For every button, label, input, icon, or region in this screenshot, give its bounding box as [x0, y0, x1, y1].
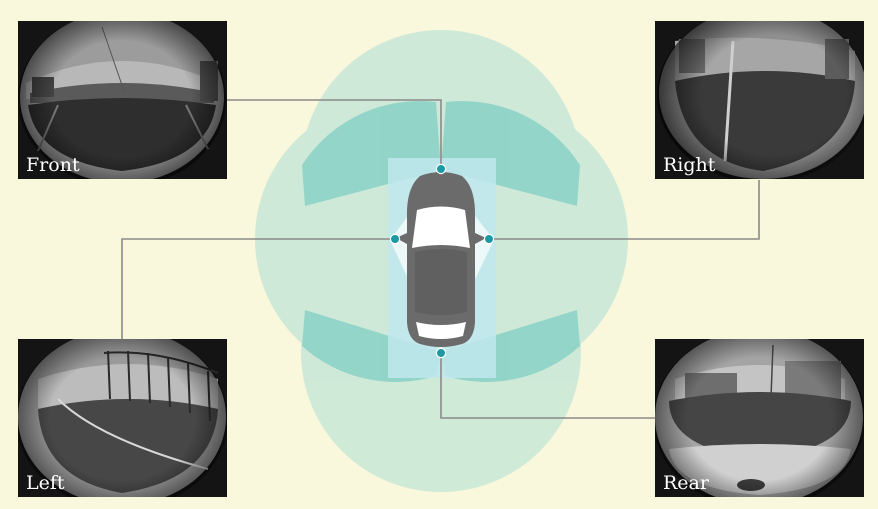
left-sensor-dot — [389, 233, 401, 245]
left-camera-view: Left — [18, 339, 227, 497]
front-fisheye-image — [18, 21, 226, 179]
rear-sensor-dot — [435, 347, 447, 359]
left-connector — [121, 238, 395, 339]
car-windshield — [412, 206, 470, 248]
right-connector — [489, 180, 760, 240]
overlap-front-right — [441, 101, 580, 206]
front-camera-view: Front — [18, 21, 227, 179]
car-top-view-icon — [396, 172, 486, 347]
front-camera-label: Front — [26, 154, 80, 176]
car-right-mirror — [475, 233, 486, 244]
right-camera-label: Right — [663, 154, 716, 176]
rear-camera-view: Rear — [655, 339, 864, 497]
front-connector — [227, 99, 442, 169]
overlap-front-left — [302, 101, 441, 206]
car-left-mirror — [396, 233, 407, 244]
connector-lines — [121, 99, 760, 419]
right-sensor-dot — [483, 233, 495, 245]
rear-connector — [440, 353, 655, 419]
rear-camera-label: Rear — [663, 472, 709, 494]
right-camera-view: Right — [655, 21, 864, 179]
front-sensor-dot — [435, 163, 447, 175]
left-camera-label: Left — [26, 472, 65, 494]
car-rear-window — [416, 322, 466, 339]
sensor-dots — [389, 163, 495, 359]
rear-fisheye-image — [655, 339, 864, 497]
left-fisheye-image — [18, 339, 227, 497]
right-fisheye-image — [657, 21, 864, 179]
car-roof — [415, 249, 467, 315]
